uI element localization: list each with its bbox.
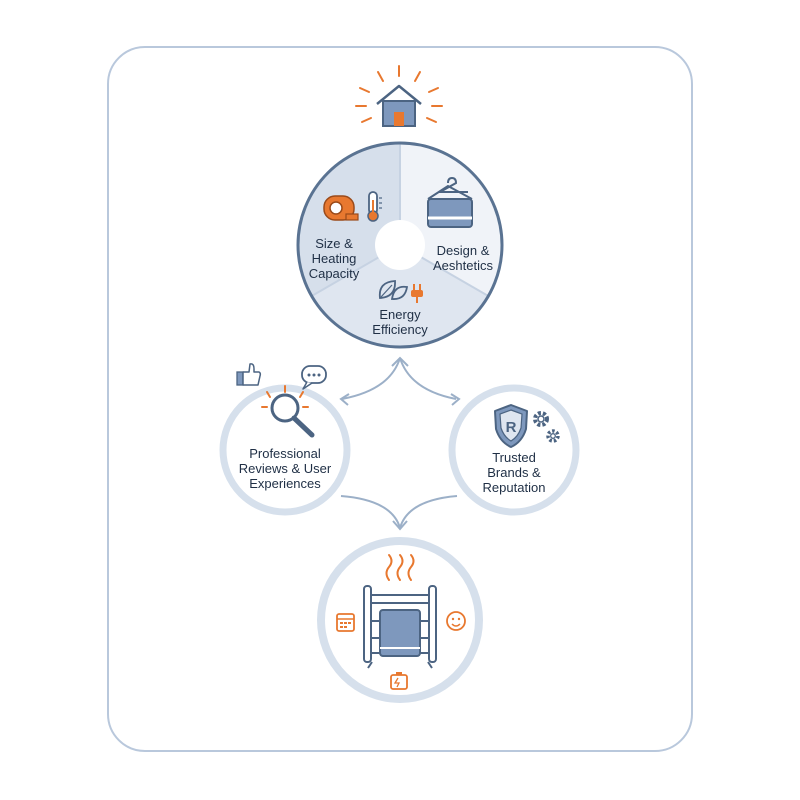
shield-icon: R [494,404,528,448]
label-line: Brands & [487,465,541,480]
label-line: Efficiency [372,322,428,337]
plug-icon [411,284,423,303]
label-size-capacity: Size & Heating Capacity [294,236,374,281]
label-line: Trusted [492,450,536,465]
calendar-icon [336,613,355,632]
label-line: Capacity [308,266,360,281]
thermometer-icon [367,191,382,222]
heated-towel-rail-icon [363,585,437,669]
label-line: Energy [379,307,421,322]
label-line: Heating [311,251,357,266]
thumbs-up-icon [236,363,262,386]
house-icon [355,65,443,127]
bottom-arrows [340,495,458,531]
label-reviews: Professional Reviews & User Experiences [225,446,345,491]
label-line: Aeshtetics [433,258,493,273]
gear-icon [533,411,560,443]
tape-measure-icon [323,195,359,221]
label-energy: Energy Efficiency [360,307,440,337]
wheel-arrows [339,356,461,406]
battery-icon [390,672,408,690]
towel-hanger-icon [427,176,473,228]
label-line: Design & [436,243,490,258]
label-line: Size & [315,236,353,251]
magnifier-icon [261,385,315,438]
label-brands: Trusted Brands & Reputation [470,450,558,495]
chat-bubble-icon [301,365,327,390]
heat-waves-icon [385,554,415,581]
label-line: Reviews & User [238,461,332,476]
label-line: Experiences [249,476,321,491]
wheel-segment-energy [311,245,489,347]
label-line: Reputation [482,480,546,495]
leaf-icon [378,280,409,300]
label-design: Design & Aeshtetics [420,243,506,273]
label-line: Professional [249,446,321,461]
smiley-icon [446,611,466,631]
shield-letter: R [506,419,517,436]
